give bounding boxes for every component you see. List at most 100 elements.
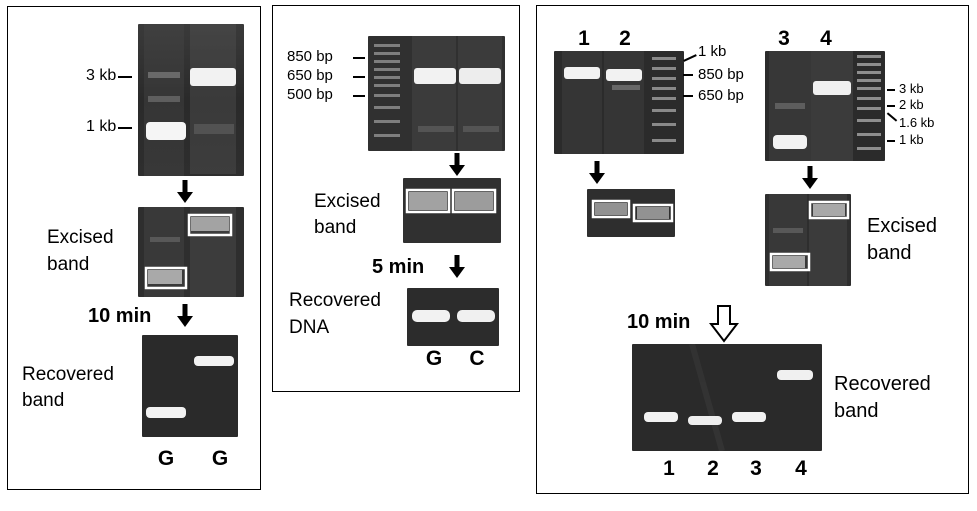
lane-label-c-3: 3 (778, 27, 790, 50)
band-b-c (459, 68, 501, 84)
marker-c-850: 850 bp (698, 66, 744, 83)
down-arrow-icon (802, 166, 818, 189)
recovered-label-b-1: Recovered (289, 290, 381, 311)
tick-b-850 (353, 57, 365, 59)
gel-b-top (368, 36, 505, 151)
panel-c: 1 2 1 kb 850 bp 650 bp (536, 5, 969, 494)
panel-a: 3 kb 1 kb Excised band 10 min Recovered … (7, 6, 261, 490)
ladder-c-left (652, 57, 676, 142)
band-c-recovered-4 (777, 370, 813, 380)
band-c-3-top (773, 135, 807, 149)
marker-b-650: 650 bp (287, 67, 333, 84)
marker-b-500: 500 bp (287, 86, 333, 103)
tick-b-650 (353, 76, 365, 78)
tick-c-1kb-right (887, 140, 895, 142)
down-arrow-icon (177, 304, 193, 327)
lane-label-b-g: G (425, 347, 443, 370)
gel-c-left-excised (587, 189, 675, 237)
recovered-label-c-1: Recovered (834, 373, 931, 395)
marker-c-1kb: 1 kb (698, 43, 727, 60)
gel-c-right-excised (765, 194, 851, 286)
gel-a-recovered-image (142, 335, 238, 437)
ladder-c-right (857, 55, 881, 150)
lane-label-c-bottom-2: 2 (707, 457, 719, 480)
lane-label-a-2: G (211, 447, 229, 470)
down-arrow-icon (449, 255, 465, 278)
excised-label-b-1: Excised (314, 191, 381, 212)
excision-box-c-2 (632, 203, 674, 223)
ladder-b (374, 44, 400, 137)
gel-a-top-image (138, 24, 244, 176)
band-a-3kb (190, 68, 236, 86)
marker-c-650: 650 bp (698, 87, 744, 104)
excised-label-a-2: band (47, 254, 90, 275)
gel-b-recovered (407, 288, 499, 346)
tick-c-2kb (887, 105, 895, 107)
gel-a-recovered (142, 335, 238, 437)
excision-box-a-2 (144, 266, 188, 290)
gel-b-excised (403, 178, 501, 243)
lane-label-c-bottom-3: 3 (750, 457, 762, 480)
excision-box-c-3 (769, 252, 811, 272)
band-b-recovered-g (412, 310, 450, 322)
band-c-1-top (564, 67, 600, 79)
marker-a-3kb: 3 kb (86, 67, 117, 84)
tick-c-650 (683, 95, 693, 97)
band-b-g (414, 68, 456, 84)
down-arrow-icon (589, 161, 605, 184)
recovered-label-c-2: band (834, 400, 879, 422)
recovered-label-a-1: Recovered (22, 364, 114, 385)
lane-label-c-2: 2 (619, 27, 631, 50)
gel-c-right-top (765, 51, 885, 161)
excised-label-a-1: Excised (47, 227, 114, 248)
marker-c-2kb: 2 kb (899, 97, 924, 112)
gel-b-excised-image (403, 178, 501, 243)
lane-label-c-1: 1 (578, 27, 590, 50)
gel-b-recovered-image (407, 288, 499, 346)
tick-c-3kb (887, 89, 895, 91)
excised-label-b-2: band (314, 217, 357, 238)
recovered-label-a-2: band (22, 390, 65, 411)
tick-a-3kb (118, 76, 132, 78)
time-label-c: 10 min (627, 311, 691, 333)
excision-box-c-4 (808, 200, 850, 220)
lane-label-a-1: G (157, 447, 175, 470)
lane-label-c-bottom-4: 4 (795, 457, 807, 480)
excised-label-c-2: band (867, 242, 912, 264)
time-label-a: 10 min (88, 305, 152, 327)
band-c-2-top (606, 69, 642, 81)
down-arrow-icon (449, 153, 465, 176)
gel-c-recovered-image (632, 344, 822, 451)
tick-b-500 (353, 95, 365, 97)
lane-label-c-bottom-1: 1 (663, 457, 675, 480)
marker-a-1kb: 1 kb (86, 118, 117, 135)
gel-c-right-top-image (765, 51, 885, 161)
gel-b-top-image (368, 36, 505, 151)
gel-a-top (138, 24, 244, 176)
band-a-recovered-1 (146, 407, 186, 418)
gel-c-left-excised-image (587, 189, 675, 237)
band-c-recovered-3 (732, 412, 766, 422)
band-a-1kb (146, 122, 186, 140)
excision-box-c-1 (591, 199, 631, 219)
excision-box-b-2 (451, 188, 497, 214)
gel-c-recovered (632, 344, 822, 451)
tick-c-850 (683, 74, 693, 76)
band-b-recovered-c (457, 310, 495, 322)
marker-c-1kb-right: 1 kb (899, 132, 924, 147)
tick-c-1.6kb (886, 112, 898, 122)
marker-c-1.6kb: 1.6 kb (899, 115, 935, 130)
gel-c-left-top (554, 51, 684, 154)
marker-b-850: 850 bp (287, 48, 333, 65)
hollow-down-arrow-icon (709, 305, 739, 343)
gel-a-excised-image (138, 207, 244, 297)
recovered-label-b-2: DNA (289, 317, 330, 338)
panel-b: 850 bp 650 bp 500 bp Excised band 5 min … (272, 5, 520, 392)
gel-c-left-top-image (554, 51, 684, 154)
excised-label-c-1: Excised (867, 215, 938, 237)
band-c-recovered-1 (644, 412, 678, 422)
lane-label-b-c: C (469, 347, 485, 370)
band-a-recovered-2 (194, 356, 234, 366)
down-arrow-icon (177, 180, 193, 203)
gel-c-right-excised-image (765, 194, 851, 286)
